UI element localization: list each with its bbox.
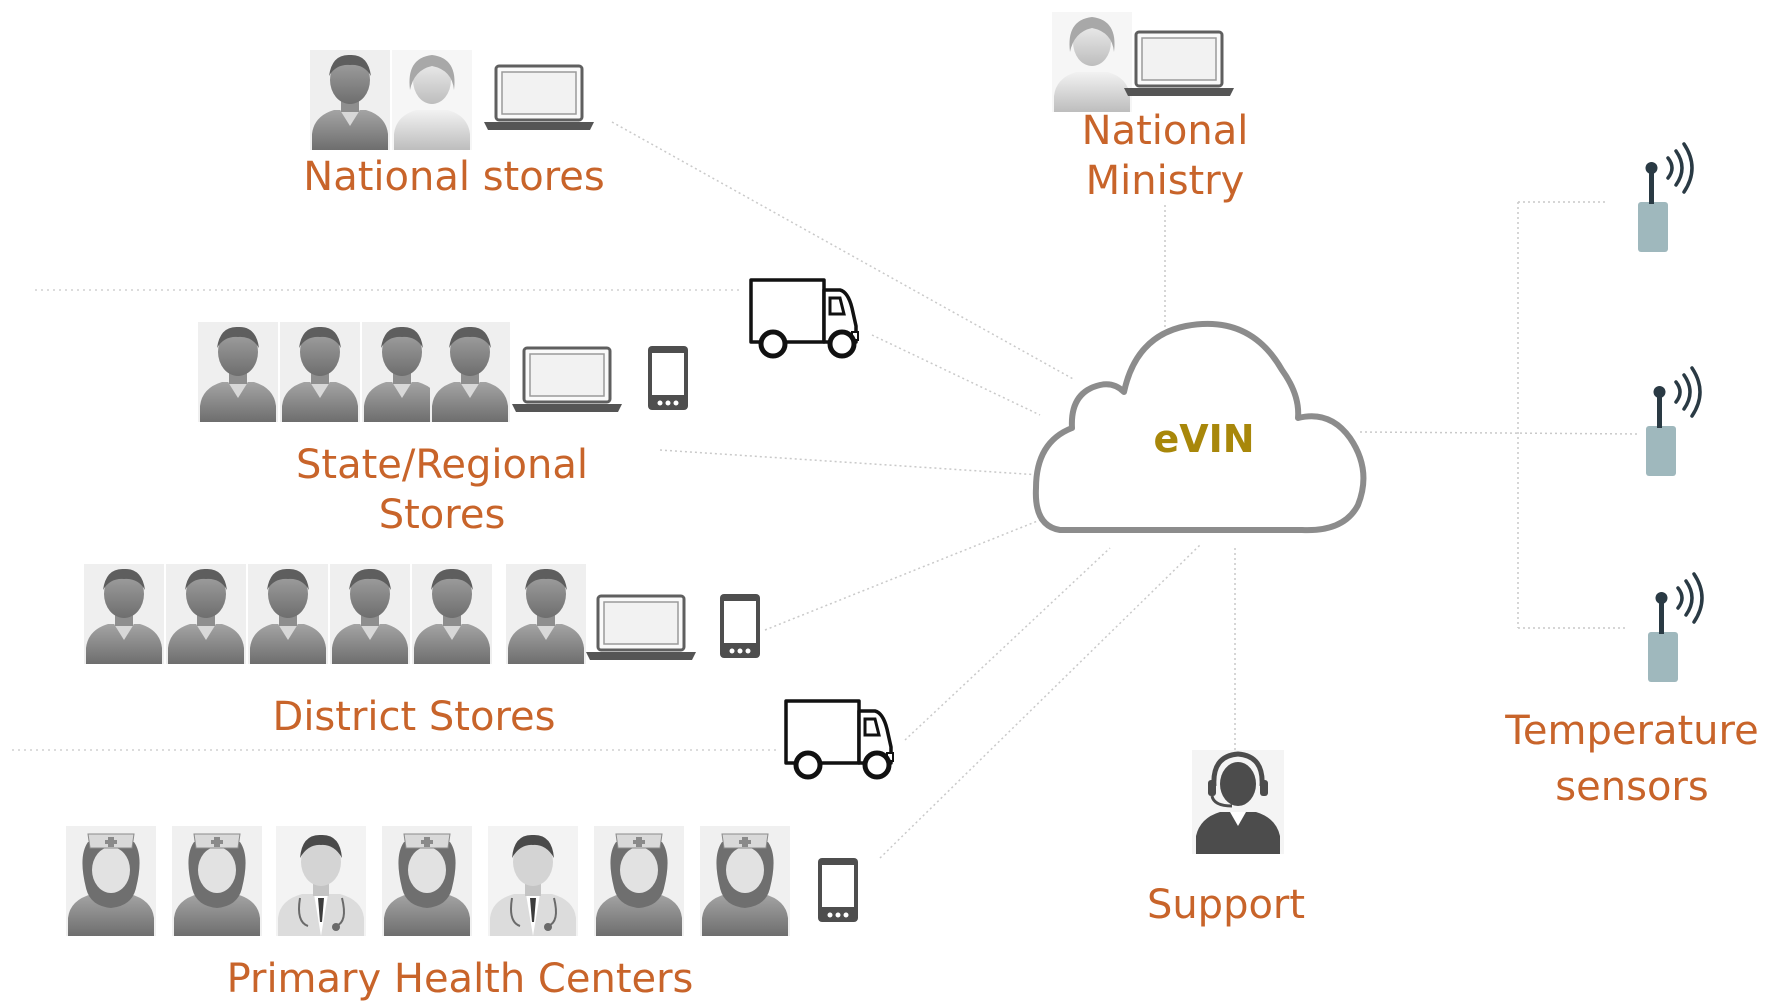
temperature-sensor-icon xyxy=(1646,572,1704,684)
temperature-sensor-icon xyxy=(1644,366,1702,478)
smartphone-icon xyxy=(648,346,688,410)
node-label-state-regional-line1: State/Regional xyxy=(296,442,588,488)
national-ministry-group: National Ministry xyxy=(1052,12,1248,204)
person-icon xyxy=(310,50,390,150)
nurse-icon xyxy=(593,825,685,937)
person-icon xyxy=(84,564,164,664)
node-label-national-stores: National stores xyxy=(303,154,604,200)
connector-lines xyxy=(611,121,1641,859)
person-icon xyxy=(392,50,472,150)
temperature-sensors-group: Temperature sensors xyxy=(1504,142,1759,810)
nurse-icon xyxy=(65,825,157,937)
node-label-support: Support xyxy=(1147,882,1305,928)
node-label-state-regional-line2: Stores xyxy=(379,492,506,538)
person-icon xyxy=(430,322,510,422)
person-icon xyxy=(198,322,278,422)
doctor-icon xyxy=(487,825,579,937)
node-label-temperature-line2: sensors xyxy=(1555,764,1708,810)
person-icon xyxy=(1052,12,1132,112)
smartphone-icon xyxy=(818,858,858,922)
hub-label: eVIN xyxy=(1153,417,1254,461)
state-regional-stores-group: State/Regional Stores xyxy=(198,322,688,538)
node-label-primary-health-centers: Primary Health Centers xyxy=(227,956,694,1001)
person-icon xyxy=(166,564,246,664)
delivery-truck-icon xyxy=(751,280,858,356)
node-label-national-ministry-line2: Ministry xyxy=(1086,158,1245,204)
node-label-national-ministry-line1: National xyxy=(1082,108,1249,154)
national-stores-group: National stores xyxy=(303,50,605,200)
nurse-icon xyxy=(699,825,791,937)
laptop-icon xyxy=(482,64,596,132)
district-stores-group: District Stores xyxy=(84,564,760,740)
headset-support-icon xyxy=(1192,750,1284,854)
support-group: Support xyxy=(1147,750,1305,928)
person-icon xyxy=(412,564,492,664)
person-icon xyxy=(506,564,586,664)
person-icon xyxy=(248,564,328,664)
temperature-sensor-icon xyxy=(1636,142,1694,254)
nurse-icon xyxy=(381,825,473,937)
primary-health-centers-group: Primary Health Centers xyxy=(65,825,858,1001)
person-icon xyxy=(280,322,360,422)
evin-cloud-hub: eVIN xyxy=(1032,320,1367,534)
laptop-icon xyxy=(510,346,624,414)
smartphone-icon xyxy=(720,594,760,658)
delivery-truck-icon xyxy=(786,701,893,777)
doctor-icon xyxy=(275,825,367,937)
laptop-icon xyxy=(1122,30,1236,98)
node-label-temperature-line1: Temperature xyxy=(1504,708,1758,754)
node-label-district-stores: District Stores xyxy=(273,694,556,740)
laptop-icon xyxy=(584,594,698,662)
nurse-icon xyxy=(171,825,263,937)
cloud-icon xyxy=(1032,320,1367,534)
person-icon xyxy=(330,564,410,664)
